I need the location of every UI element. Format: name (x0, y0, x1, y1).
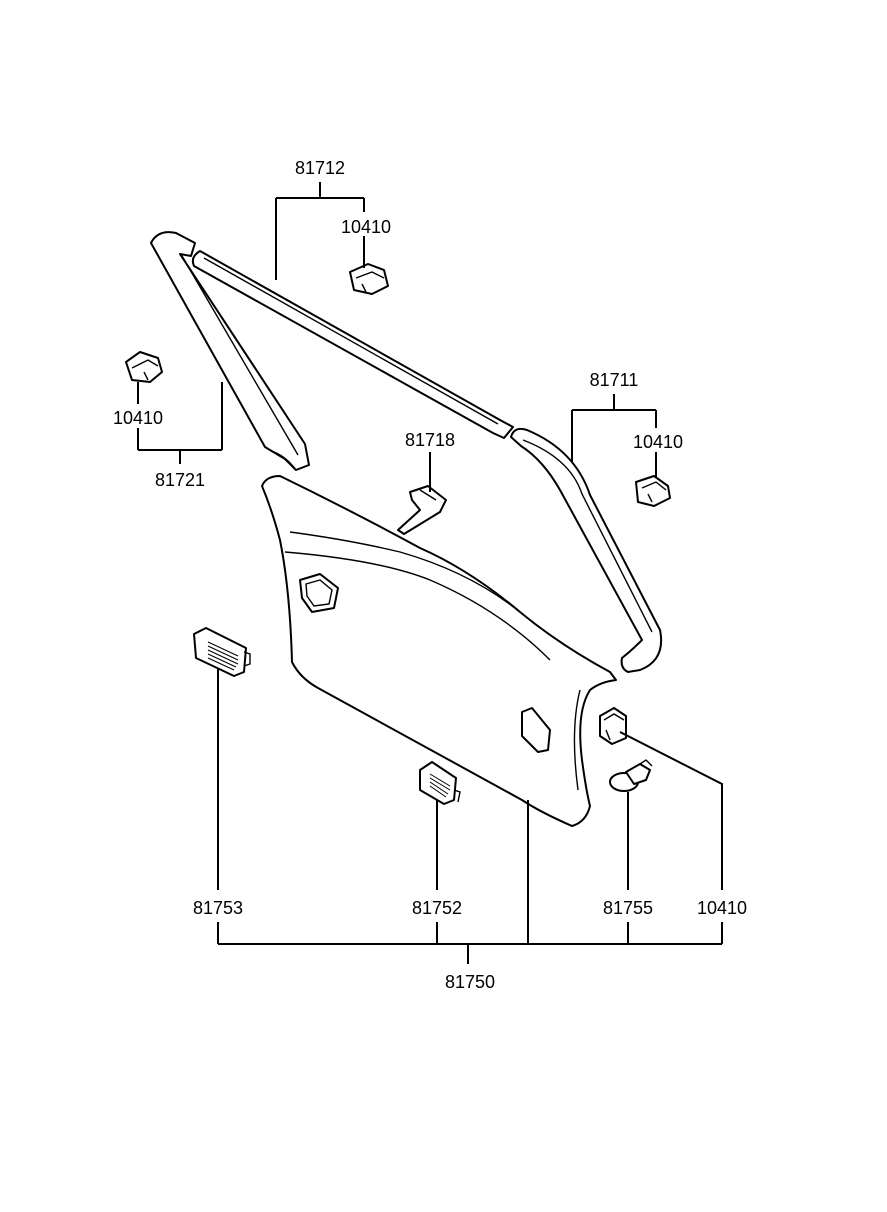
lower-clip-part (599, 707, 627, 745)
left-clip-part (125, 351, 163, 383)
leader-lines (137, 182, 723, 964)
right-clip-part (635, 475, 671, 507)
callout-10410-upper: 10410 (341, 217, 391, 237)
right-molding-part (510, 427, 662, 673)
callout-81750: 81750 (445, 972, 495, 992)
upper-clip-part (349, 263, 389, 295)
callout-81718: 81718 (405, 430, 455, 450)
callout-10410-left: 10410 (113, 408, 163, 428)
left-cover-part (193, 627, 251, 677)
callout-81711: 81711 (590, 370, 639, 390)
callout-81753: 81753 (193, 898, 243, 918)
callout-10410-right: 10410 (633, 432, 683, 452)
callout-81721: 81721 (155, 470, 205, 490)
hook-part (397, 485, 447, 535)
trim-panel-part (261, 475, 617, 827)
upper-molding-part (191, 250, 514, 439)
callout-81712: 81712 (295, 158, 345, 178)
fastener-part (609, 759, 653, 792)
center-cover-part (419, 761, 461, 805)
left-molding-part (150, 231, 310, 471)
callout-81755: 81755 (603, 898, 653, 918)
callout-10410-lower: 10410 (697, 898, 747, 918)
callout-81752: 81752 (412, 898, 462, 918)
